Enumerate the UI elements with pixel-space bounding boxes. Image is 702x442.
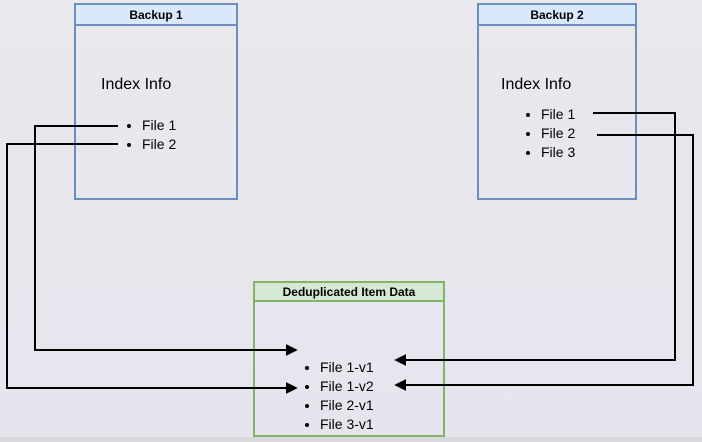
backup1-body: Index Info File 1 File 2 [76, 26, 236, 198]
backup2-box: Backup 2 Index Info File 1 File 2 File 3 [477, 3, 637, 200]
dedup-item-list: File 1-v1 File 1-v2 File 2-v1 File 3-v1 [255, 358, 374, 434]
backup2-index-label: Index Info [501, 76, 572, 93]
backup2-body: Index Info File 1 File 2 File 3 [479, 26, 635, 198]
list-item: File 2 [541, 124, 575, 143]
dedup-title: Deduplicated Item Data [282, 284, 416, 299]
list-item: File 1-v2 [320, 377, 374, 396]
dedup-box: Deduplicated Item Data File 1-v1 File 1-… [253, 281, 445, 437]
backup1-box: Backup 1 Index Info File 1 File 2 [74, 3, 238, 200]
backup1-header: Backup 1 [76, 5, 236, 26]
backup1-index-label: Index Info [101, 76, 172, 93]
list-item: File 2 [142, 135, 176, 154]
list-item: File 1 [541, 105, 575, 124]
dedup-body: File 1-v1 File 1-v2 File 2-v1 File 3-v1 [255, 302, 443, 435]
list-item: File 1-v1 [320, 358, 374, 377]
list-item: File 3 [541, 143, 575, 162]
backup1-title: Backup 1 [129, 7, 183, 22]
list-item: File 3-v1 [320, 415, 374, 434]
backup2-title: Backup 2 [530, 7, 584, 22]
list-item: File 2-v1 [320, 396, 374, 415]
backup2-file-list: File 1 File 2 File 3 [479, 105, 575, 162]
dedup-header: Deduplicated Item Data [255, 283, 443, 302]
backup1-file-list: File 1 File 2 [76, 116, 176, 154]
backup2-header: Backup 2 [479, 5, 635, 26]
window-bottom-edge [0, 437, 702, 442]
list-item: File 1 [142, 116, 176, 135]
